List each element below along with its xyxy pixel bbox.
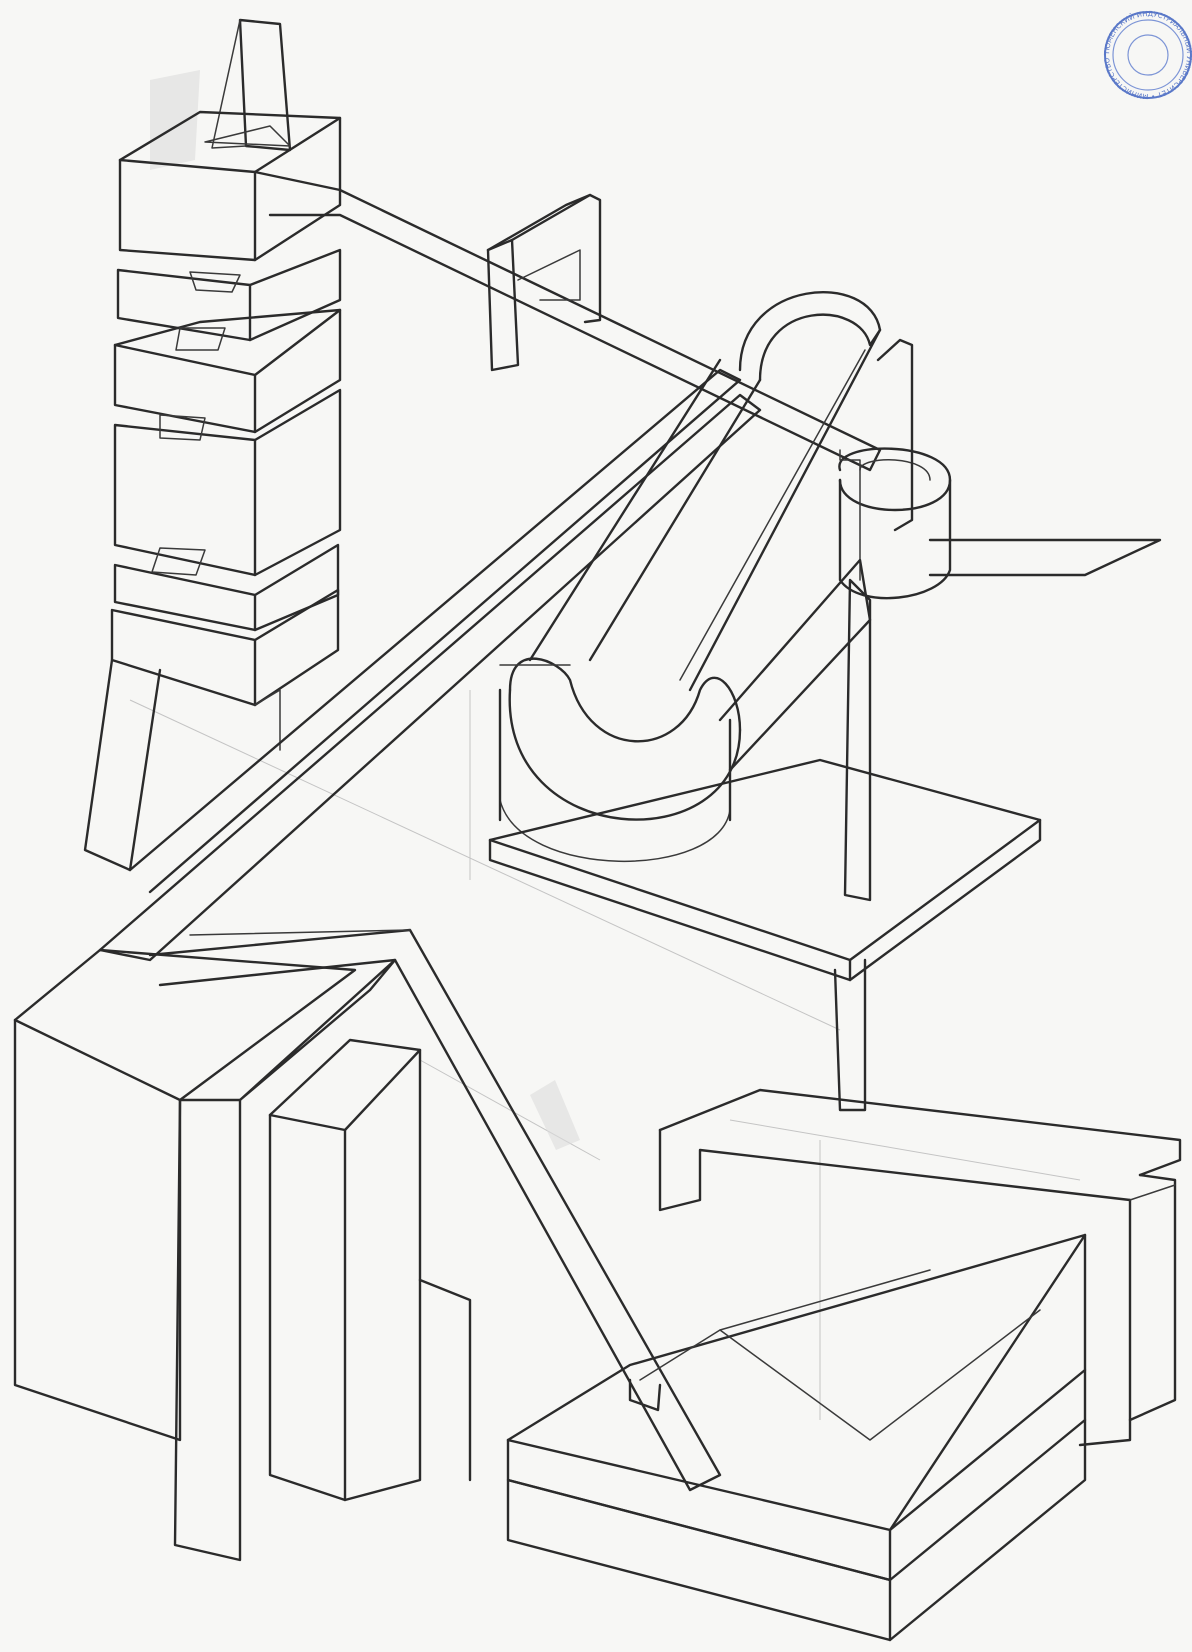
curved-track-structure xyxy=(498,290,1162,863)
zigzag-beam xyxy=(148,928,722,1492)
stacked-tower xyxy=(83,18,342,872)
diagonal-beams xyxy=(98,170,882,962)
l-frame xyxy=(658,1088,1182,1447)
gate-frame xyxy=(486,193,602,372)
bottom-left-blocks xyxy=(13,948,472,1562)
seal-text: ТЮМЕНСКИЙ ИНДУСТРИАЛЬНЫЙ УНИВЕРСИТЕТ • М… xyxy=(1103,10,1192,100)
svg-text:ТЮМЕНСКИЙ ИНДУСТРИАЛЬНЫЙ УНИВЕ: ТЮМЕНСКИЙ ИНДУСТРИАЛЬНЫЙ УНИВЕРСИТЕТ • М… xyxy=(1103,10,1192,100)
university-seal-icon: ТЮМЕНСКИЙ ИНДУСТРИАЛЬНЫЙ УНИВЕРСИТЕТ • М… xyxy=(1103,10,1192,100)
construction-guides xyxy=(129,690,1081,1420)
bottom-right-base xyxy=(506,1233,1087,1642)
platform-column xyxy=(488,578,1042,1112)
